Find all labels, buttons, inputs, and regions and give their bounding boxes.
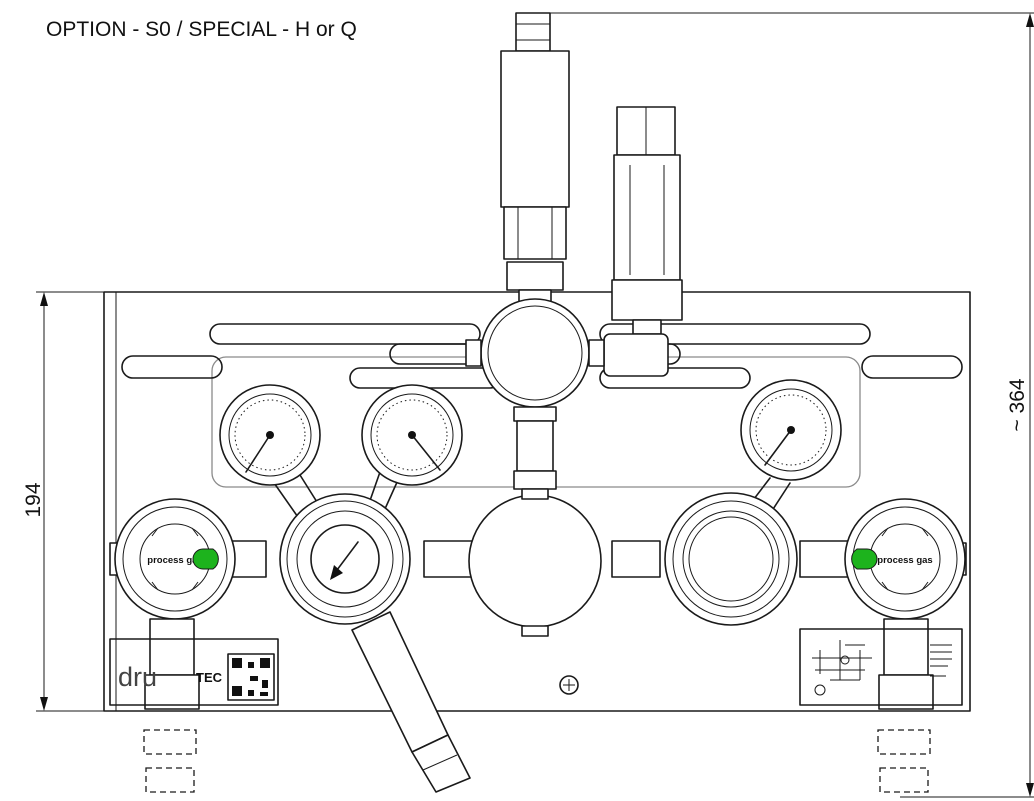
arrow-down-left-icon: [330, 541, 359, 580]
process-gas-label-left: process gas: [147, 555, 202, 566]
dimension-364: ~ 364: [545, 12, 1034, 798]
gauge-icon: [764, 429, 792, 466]
central-top-body: [465, 298, 605, 490]
indicator-left: [192, 548, 219, 570]
indicator-right: [851, 548, 878, 570]
dimension-194: 194: [22, 291, 140, 712]
gauge-2: [361, 384, 463, 521]
right-regulator: [664, 492, 798, 626]
dimension-194-label: 194: [22, 482, 45, 517]
process-gas-label-right: process gas: [877, 555, 932, 566]
center-regulator: [468, 488, 602, 637]
gauge-1: [219, 384, 323, 521]
drawing-title: OPTION - S0 / SPECIAL - H or Q: [46, 18, 357, 41]
dimension-364-label: ~ 364: [1006, 378, 1029, 431]
side-inlet-assembly: [603, 106, 683, 377]
logo-text-left: dru: [118, 662, 157, 692]
gauge-icon: [245, 434, 271, 473]
plus-circle-icon: [559, 675, 579, 695]
qr-code-icon: [227, 653, 275, 701]
logo-text-right: TEC: [196, 670, 223, 685]
logo-plate: dru TEC: [109, 638, 279, 706]
gauge-icon: [411, 434, 441, 471]
left-valve: process gas: [114, 498, 236, 793]
top-inlet-assembly: [500, 12, 570, 313]
left-regulator: [279, 493, 471, 793]
schematic-plate: [799, 628, 963, 706]
right-valve: process gas: [844, 498, 966, 793]
gauge-3: [740, 379, 842, 521]
